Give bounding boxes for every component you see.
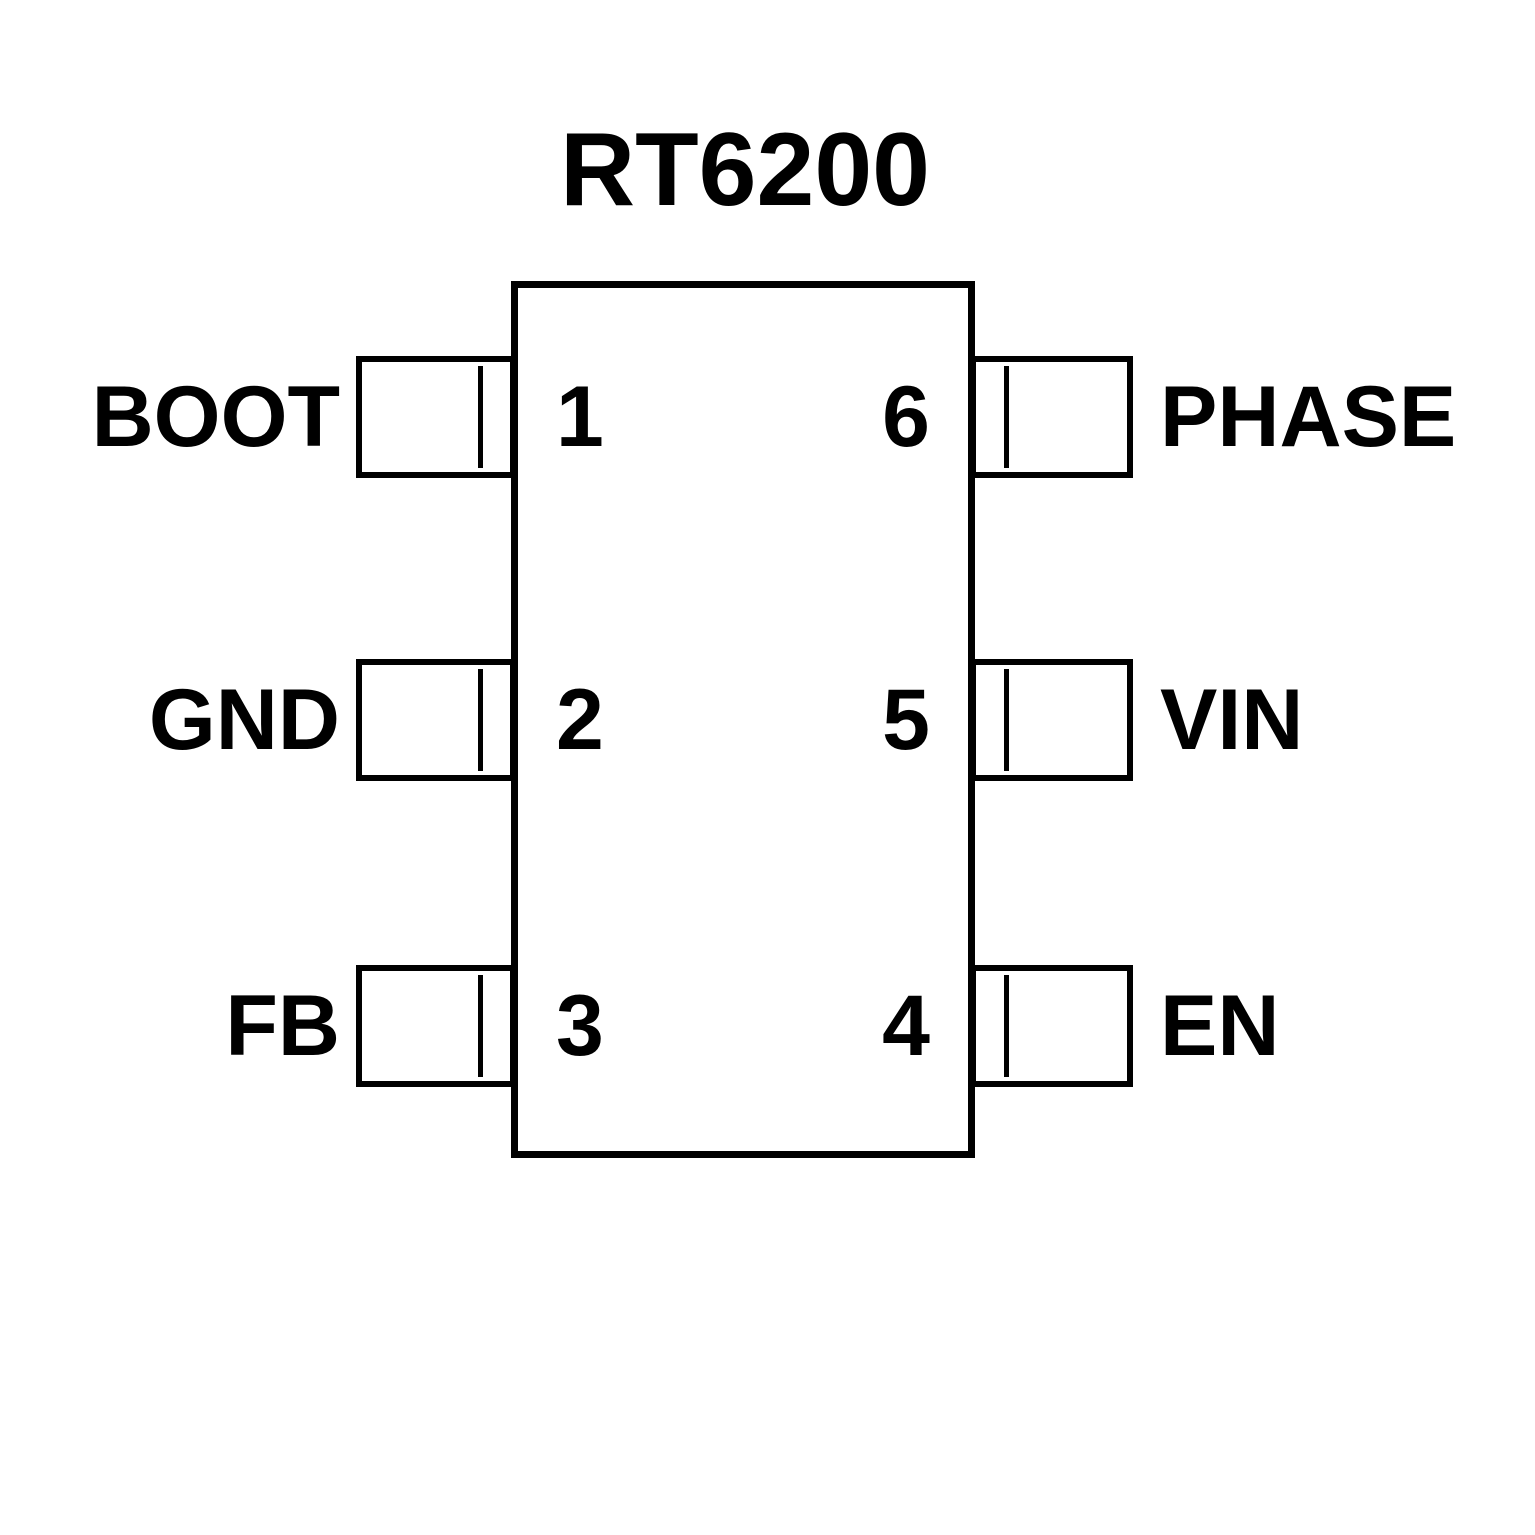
pin-pad-3 [356,965,516,1087]
pin-number-1: 1 [556,369,604,465]
pin-label-boot: BOOT [91,369,340,465]
pin-pad-divider-icon [478,366,483,468]
pin-label-phase: PHASE [1160,369,1457,465]
pin-number-4: 4 [882,978,930,1074]
pin-label-gnd: GND [148,672,340,768]
pin-pad-divider-icon [1004,366,1009,468]
pin-pad-5 [970,659,1133,781]
pin-label-vin: VIN [1160,672,1304,768]
pin-pad-divider-icon [1004,669,1009,771]
pin-number-3: 3 [556,978,604,1074]
pin-number-6: 6 [882,369,930,465]
pin-pad-divider-icon [1004,975,1009,1077]
pin-pad-4 [970,965,1133,1087]
pin-label-en: EN [1160,978,1280,1074]
page-title: RT6200 [560,112,930,228]
pin-label-fb: FB [225,978,340,1074]
pin-pad-divider-icon [478,669,483,771]
pin-pad-1 [356,356,516,478]
pin-pad-2 [356,659,516,781]
pin-number-5: 5 [882,672,930,768]
pin-pad-divider-icon [478,975,483,1077]
ic-package-body [511,281,975,1158]
pin-pad-6 [970,356,1133,478]
pin-number-2: 2 [556,672,604,768]
